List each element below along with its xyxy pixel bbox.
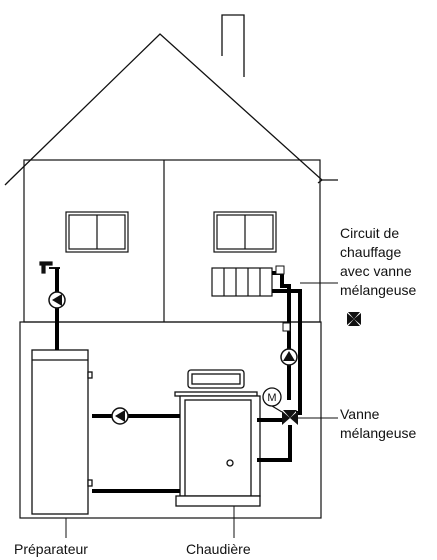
radiator: [211, 267, 273, 297]
label-boiler: Chaudière: [186, 541, 251, 557]
label-line: mélangeuse: [340, 282, 417, 298]
radiator-valve-icon: [275, 265, 285, 275]
heating-circuit-pipes: [257, 271, 302, 462]
label-heating-circuit: Circuit de chauffage avec vanne mélangeu…: [340, 224, 416, 300]
window-right: [213, 211, 277, 253]
pump-icon-heating: [280, 348, 298, 366]
pump-icon-primary: [111, 407, 129, 425]
window-left: [65, 211, 129, 253]
storage-tank: [31, 349, 93, 515]
label-storage-tank: Préparateur: [14, 541, 88, 557]
boiler: [174, 369, 261, 507]
label-line: avec vanne: [340, 263, 412, 279]
chimney: [221, 14, 245, 77]
leader-lines: [65, 282, 338, 538]
mixing-valve-symbol-icon: [347, 312, 361, 326]
sensor-icon: [282, 322, 291, 332]
pump-icon-dhw: [48, 291, 66, 309]
house-outline: [19, 159, 322, 519]
label-line: mélangeuse: [340, 425, 417, 441]
label-mixing-valve: Vanne mélangeuse: [340, 405, 416, 443]
mixing-valve-motor-icon: M: [262, 387, 283, 413]
mixing-valve-icon: [282, 410, 298, 425]
label-line: Circuit de: [340, 225, 400, 241]
label-line: chauffage: [340, 244, 402, 260]
svg-text:M: M: [267, 392, 276, 404]
roof: [4, 33, 338, 186]
label-line: Vanne: [340, 406, 380, 422]
primary-pipes: [92, 414, 180, 493]
